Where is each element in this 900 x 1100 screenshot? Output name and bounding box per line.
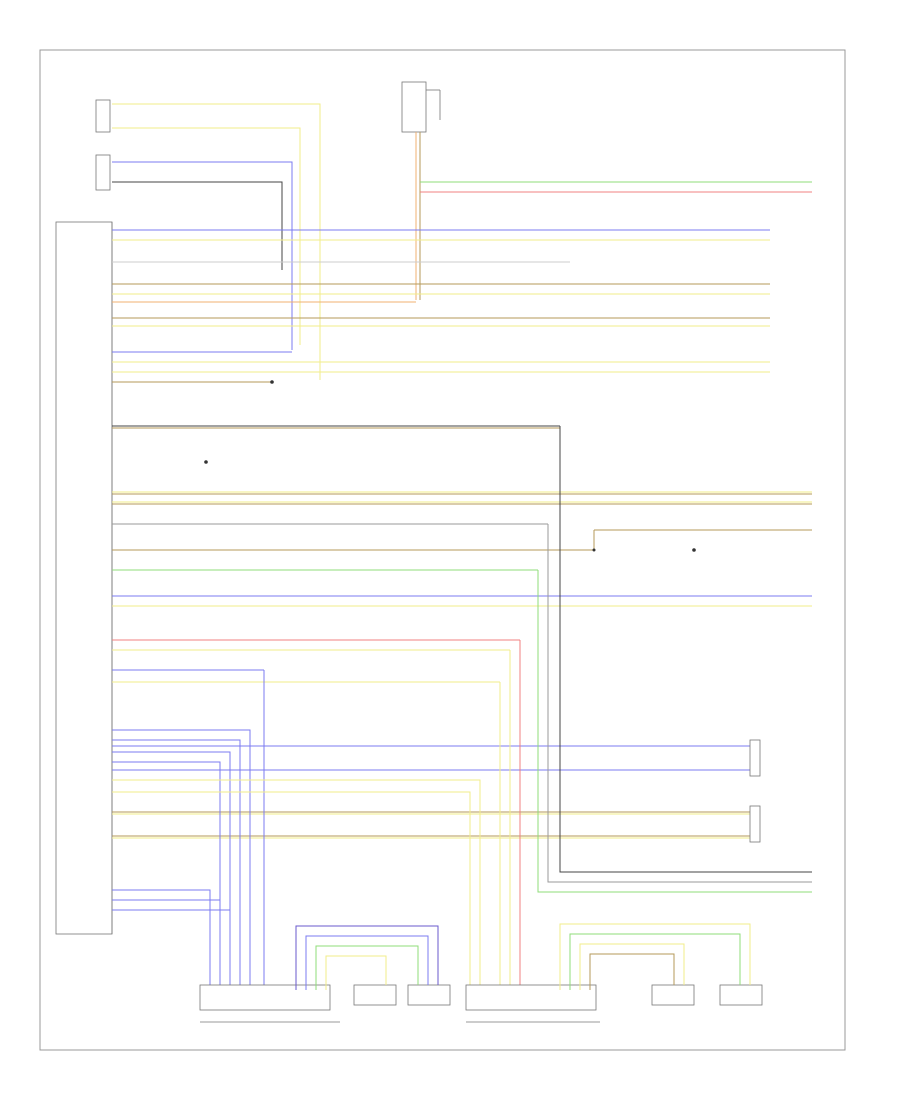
front-speaker-wires	[112, 103, 321, 380]
splice-ground	[204, 460, 208, 464]
radio-connector-body	[55, 221, 113, 935]
diagram-frame	[39, 49, 846, 1051]
left-rear-speaker	[651, 984, 695, 1006]
rear-speaker-bottom-left	[199, 984, 340, 1023]
right-front-door-speaker	[95, 154, 111, 191]
rear-harness-wires	[112, 426, 812, 985]
left-front-door-speaker	[95, 99, 111, 133]
right-rear-speaker	[353, 984, 397, 1006]
splice-radio-telephone	[592, 548, 596, 552]
splice-telephone	[692, 548, 696, 552]
left-rear-tweeter	[719, 984, 763, 1006]
rear-right-speaker-connectors	[749, 739, 761, 843]
right-rear-tweeter	[407, 984, 451, 1006]
splice-antenna	[270, 380, 274, 384]
radio-harness-wires	[112, 229, 812, 839]
antenna-wires	[420, 181, 812, 193]
bottom-speaker-wires	[295, 923, 751, 990]
rear-speaker-bottom-middle	[465, 984, 600, 1023]
fuse-top	[401, 81, 441, 300]
